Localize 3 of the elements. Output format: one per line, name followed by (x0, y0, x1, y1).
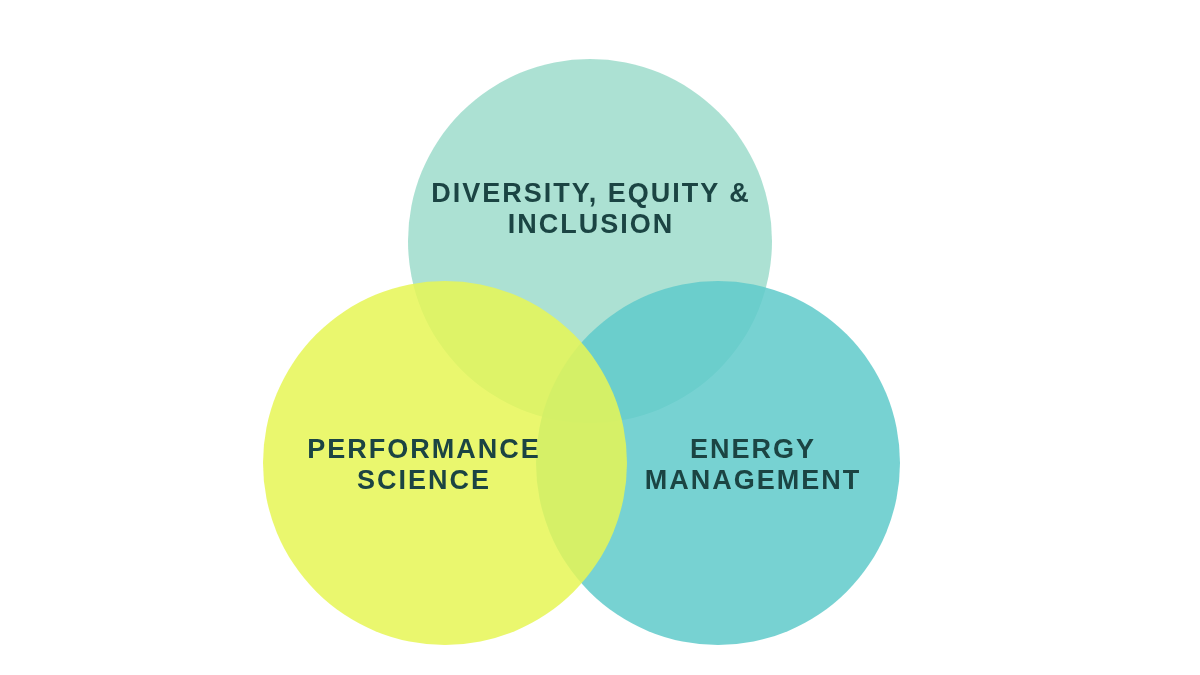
circle-label: PERFORMANCE SCIENCE (306, 434, 542, 496)
circle-label: ENERGY MANAGEMENT (643, 434, 863, 496)
circle-label: DIVERSITY, EQUITY & INCLUSION (431, 178, 751, 240)
